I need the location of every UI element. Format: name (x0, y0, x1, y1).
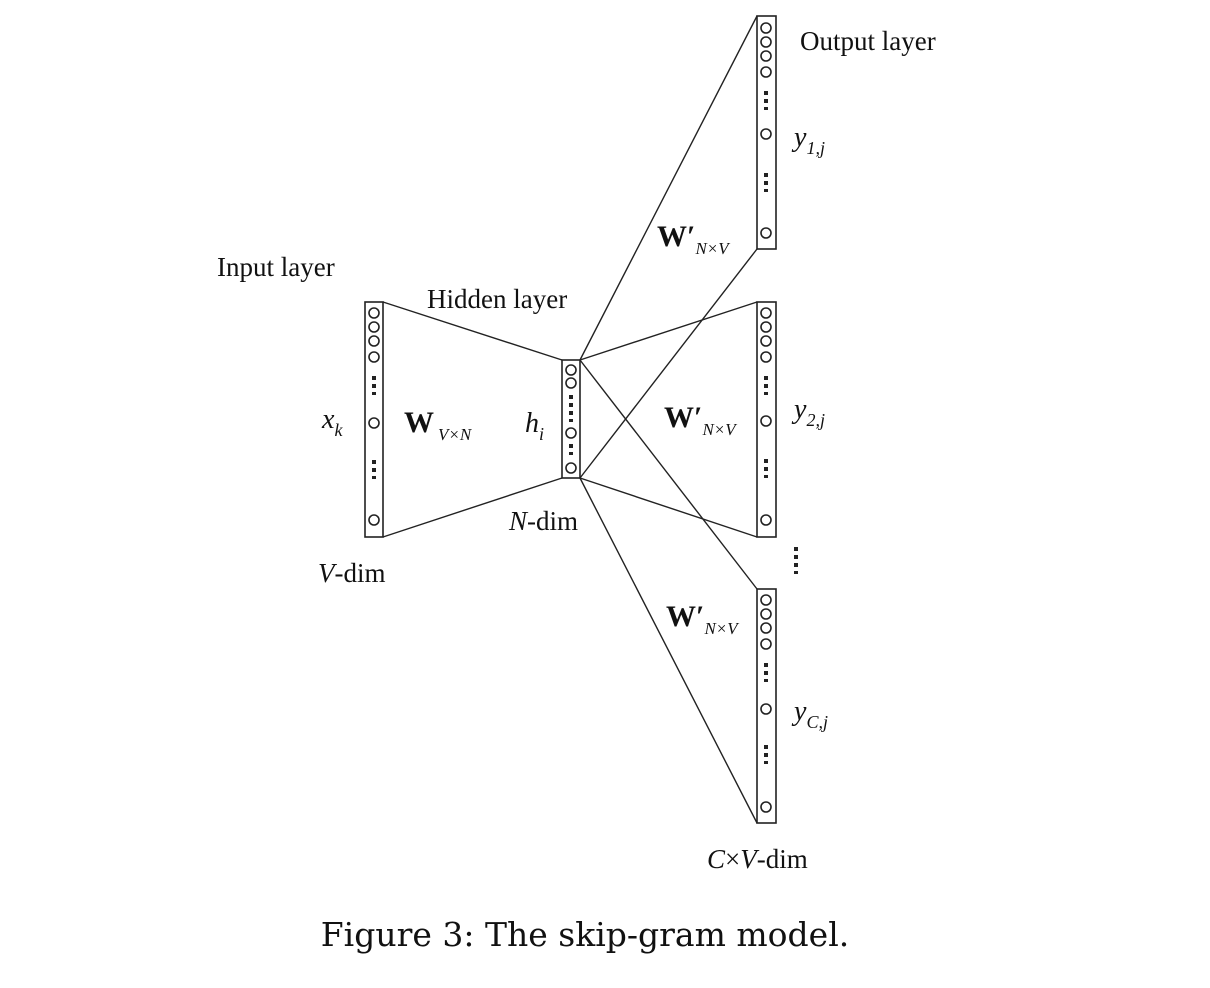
figure-caption: Figure 3: The skip-gram model. (320, 915, 850, 954)
output-column-1 (756, 15, 777, 250)
input-dimension-label: V-dim (318, 558, 386, 588)
output-weight-matrix-label-1: W′N×V (657, 220, 731, 258)
output-column-c (756, 588, 777, 824)
input-ellipsis (372, 376, 376, 479)
input-layer-column (364, 301, 384, 538)
input-variable-label: xk (321, 404, 343, 440)
output-dimension-label: C×V-dim (707, 844, 808, 874)
output-2-neurons (760, 307, 772, 526)
output-c-ellipsis (764, 663, 768, 764)
output-layer-label: Output layer (800, 26, 936, 56)
output-weight-matrix-label-3: W′N×V (666, 600, 740, 638)
input-neurons (368, 307, 380, 526)
input-hidden-connections (382, 301, 563, 538)
hidden-variable-label: hi (525, 408, 544, 444)
output-1-neurons (760, 22, 772, 239)
output-2-ellipsis (764, 376, 768, 478)
output-c-neurons (760, 594, 772, 813)
output-column-2 (756, 301, 777, 538)
input-layer-label: Input layer (217, 252, 335, 282)
hidden-neurons (565, 364, 577, 474)
output-weight-matrix-label-2: W′N×V (664, 401, 738, 439)
hidden-output-connections (579, 15, 758, 824)
hidden-ellipsis (569, 395, 573, 455)
output-1-variable-label: y1,j (791, 122, 825, 158)
hidden-layer-label: Hidden layer (427, 284, 567, 314)
hidden-layer-column (561, 359, 581, 479)
hidden-dimension-label: N-dim (508, 506, 578, 536)
between-columns-ellipsis (794, 547, 798, 574)
output-1-ellipsis (764, 91, 768, 192)
output-c-variable-label: yC,j (791, 696, 828, 732)
output-2-variable-label: y2,j (791, 394, 825, 430)
